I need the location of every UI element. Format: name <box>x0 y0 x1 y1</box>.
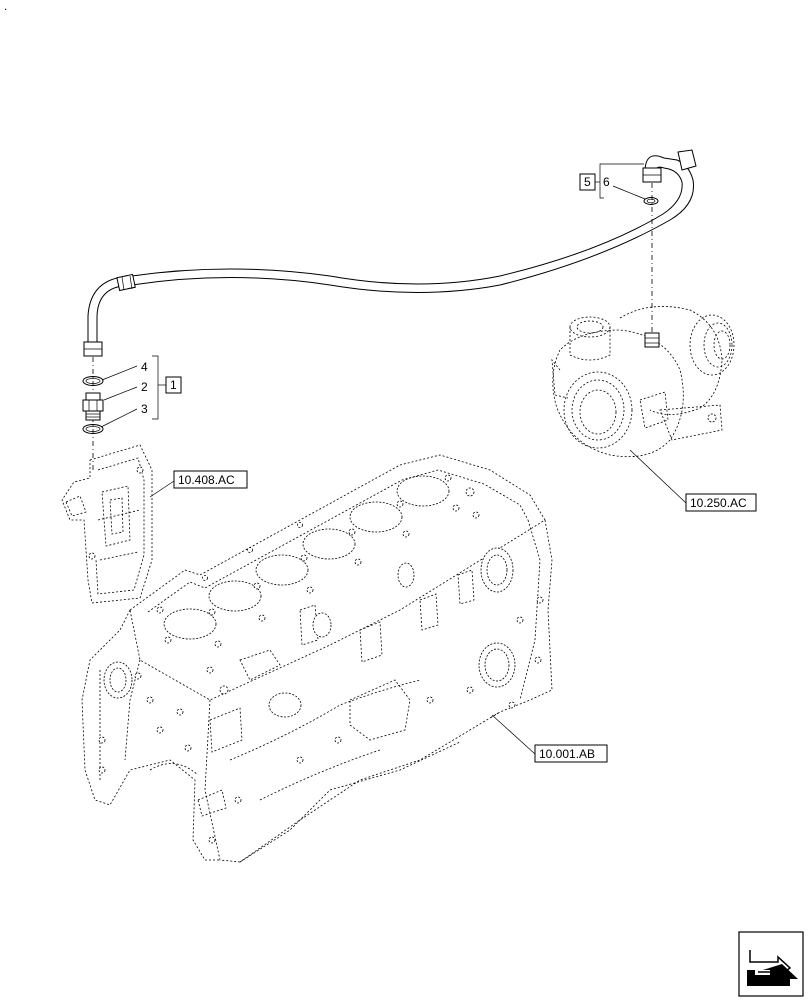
callout-label-5: 5 <box>584 175 591 189</box>
callout-label-4: 4 <box>141 360 148 374</box>
ref-engine-block: 10.001.AB <box>491 714 608 763</box>
callout-label-6: 6 <box>603 175 610 189</box>
callout-label-3: 3 <box>141 402 148 416</box>
engine-block <box>81 454 553 863</box>
ref-oil-filter-support: 10.408.AC <box>149 470 248 498</box>
callout-label-2: 2 <box>141 380 148 394</box>
seal-washer-6 <box>643 197 659 205</box>
oil-filter-support <box>61 444 153 604</box>
ref-label-turbocharger: 10.250.AC <box>690 496 747 510</box>
callout-group-5: 5 6 <box>579 163 646 200</box>
callout-label-1: 1 <box>170 378 177 392</box>
ref-label-engine-block: 10.001.AB <box>539 747 595 761</box>
turbocharger <box>551 306 735 458</box>
callout-group-1: 4 2 3 1 <box>100 355 182 428</box>
corner-mark: . <box>4 0 7 13</box>
seal-ring-4 <box>82 376 104 386</box>
ref-turbocharger: 10.250.AC <box>629 449 757 512</box>
seal-ring-3 <box>82 424 104 434</box>
next-page-arrow-icon[interactable] <box>738 931 804 997</box>
adapter-fitting-2 <box>82 392 104 421</box>
oil-return-pipe <box>83 149 697 357</box>
ref-label-oil-filter-support: 10.408.AC <box>178 473 235 487</box>
